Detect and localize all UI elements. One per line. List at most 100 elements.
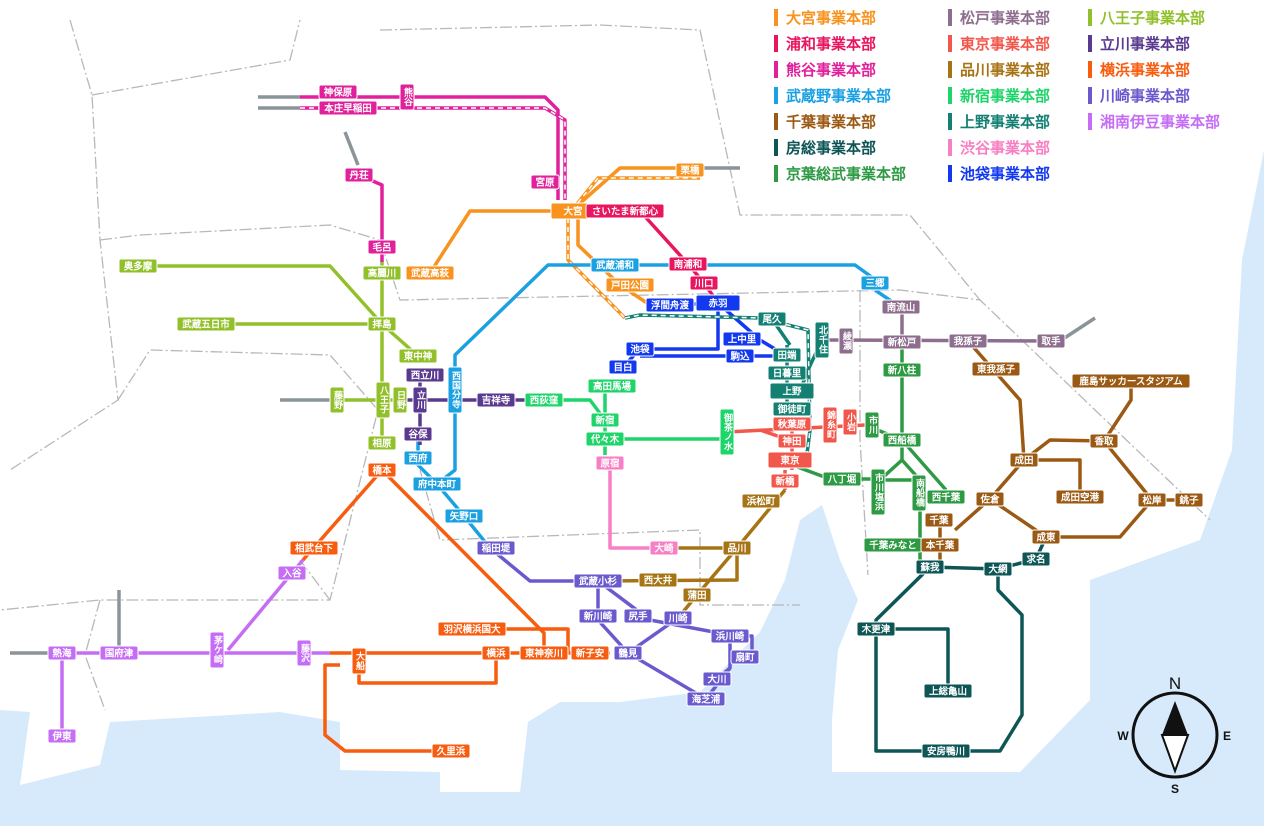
station-kumagaya[interactable]: 毛呂 <box>367 239 397 255</box>
station-yokohama[interactable]: 新子安 <box>570 645 610 661</box>
station-kumagaya[interactable]: 本庄早稲田 <box>318 100 378 116</box>
station-shonan[interactable]: 入谷 <box>277 565 307 581</box>
station-yokohama[interactable]: 大船 <box>351 647 367 675</box>
station-shonan[interactable]: 国府津 <box>99 645 139 661</box>
station-kawasaki[interactable]: 武蔵小杉 <box>573 573 623 589</box>
station-shinagawa[interactable]: 西大井 <box>638 572 678 588</box>
station-yokohama[interactable]: 横浜 <box>481 645 511 661</box>
station-ikebukuro[interactable]: 赤羽 <box>695 294 741 312</box>
station-musashino[interactable]: 武蔵浦和 <box>590 257 640 273</box>
station-tachikawa[interactable]: 吉祥寺 <box>476 392 516 408</box>
station-chiba[interactable]: 本千葉 <box>920 537 960 553</box>
station-tokyo[interactable]: 小岩 <box>842 408 858 436</box>
station-shinagawa[interactable]: 蒲田 <box>682 587 712 603</box>
station-boso[interactable]: 上総亀山 <box>923 683 973 699</box>
station-musashino[interactable]: 西府 <box>403 450 433 466</box>
station-kumagaya[interactable]: 丹荘 <box>344 167 374 183</box>
station-ueno[interactable]: 御徒町 <box>772 401 812 417</box>
station-yokohama[interactable]: 久里浜 <box>431 743 471 759</box>
station-omiya[interactable]: 戸田公園 <box>605 277 655 293</box>
station-chiba[interactable]: 成東 <box>1031 529 1061 545</box>
station-ueno[interactable]: 日暮里 <box>767 365 807 381</box>
station-kawasaki[interactable]: 大川 <box>702 671 732 687</box>
station-shonan[interactable]: 藤沢 <box>296 639 312 667</box>
station-keiyo[interactable]: 市川 <box>864 411 880 439</box>
station-keiyo[interactable]: 南船橋 <box>911 474 927 512</box>
station-kumagaya[interactable]: 熊谷 <box>399 83 415 111</box>
station-keiyo[interactable]: 八丁堀 <box>822 471 862 487</box>
station-chiba[interactable]: 銚子 <box>1174 492 1204 508</box>
station-shonan[interactable]: 熱海 <box>47 645 77 661</box>
station-tachikawa[interactable]: 西立川 <box>405 367 445 383</box>
station-keiyo[interactable]: 千葉みなと <box>863 537 923 553</box>
station-omiya[interactable]: 武蔵高萩 <box>405 265 455 281</box>
station-musashino[interactable]: 府中本町 <box>412 476 462 492</box>
station-shinjuku[interactable]: 御茶ノ水 <box>719 408 735 456</box>
station-kawasaki[interactable]: 海芝浦 <box>686 691 726 707</box>
station-tokyo[interactable]: 神田 <box>777 433 807 449</box>
station-chiba[interactable]: 佐倉 <box>975 491 1005 507</box>
station-boso[interactable]: 安房鴨川 <box>921 743 971 759</box>
station-hachioji[interactable]: 武蔵五日市 <box>176 316 236 332</box>
station-matsudo[interactable]: 新松戸 <box>882 334 922 350</box>
station-hachioji[interactable]: 奥多摩 <box>118 258 158 274</box>
station-hachioji[interactable]: 藤野 <box>329 386 345 414</box>
station-chiba[interactable]: 鹿島サッカースタジアム <box>1071 373 1191 389</box>
station-keiyo[interactable]: 市川塩浜 <box>870 468 886 516</box>
station-ueno[interactable]: 尾久 <box>757 311 787 327</box>
station-kawasaki[interactable]: 扇町 <box>730 649 760 665</box>
station-hachioji[interactable]: 東中神 <box>398 348 438 364</box>
station-keiyo[interactable]: 西千葉 <box>926 489 966 505</box>
station-musashino[interactable]: 矢野口 <box>444 508 484 524</box>
station-yokohama[interactable]: 羽沢横浜国大 <box>437 621 507 637</box>
station-yokohama[interactable]: 東神奈川 <box>519 645 569 661</box>
station-chiba[interactable]: 東我孫子 <box>971 361 1021 377</box>
station-kawasaki[interactable]: 新川崎 <box>578 608 618 624</box>
station-yokohama[interactable]: 相武台下 <box>289 540 339 556</box>
station-shinjuku[interactable]: 高田馬場 <box>587 378 637 394</box>
station-ikebukuro[interactable]: 池袋 <box>625 341 655 357</box>
station-kawasaki[interactable]: 浜川崎 <box>710 628 750 644</box>
station-chiba[interactable]: 成田空港 <box>1055 489 1105 505</box>
station-kumagaya[interactable]: 神保原 <box>318 84 358 100</box>
station-matsudo[interactable]: 南流山 <box>881 299 921 315</box>
station-matsudo[interactable]: 綾瀬 <box>838 327 854 355</box>
station-shibuya[interactable]: 大崎 <box>649 540 679 556</box>
station-omiya[interactable]: 栗橋 <box>675 162 705 178</box>
station-ueno[interactable]: 北千住 <box>814 321 830 359</box>
station-urawa[interactable]: 南浦和 <box>668 256 708 272</box>
station-musashino[interactable]: 西国分寺 <box>447 366 463 414</box>
station-musashino[interactable]: 三郷 <box>860 275 890 291</box>
station-ikebukuro[interactable]: 上中里 <box>722 331 762 347</box>
station-matsudo[interactable]: 取手 <box>1036 333 1066 349</box>
station-matsudo[interactable]: 我孫子 <box>948 333 988 349</box>
station-hachioji[interactable]: 日野 <box>392 386 408 414</box>
station-chiba[interactable]: 千葉 <box>924 512 954 528</box>
station-shinagawa[interactable]: 品川 <box>722 540 752 556</box>
station-kumagaya[interactable]: 宮原 <box>530 174 560 190</box>
station-ueno[interactable]: 田端 <box>772 347 802 363</box>
station-chiba[interactable]: 松岸 <box>1137 492 1167 508</box>
station-tokyo[interactable]: 錦糸町 <box>822 406 838 444</box>
station-hachioji[interactable]: 八王子 <box>375 381 391 419</box>
station-chiba[interactable]: 香取 <box>1089 433 1119 449</box>
station-hachioji[interactable]: 相原 <box>367 435 397 451</box>
station-keiyo[interactable]: 新八柱 <box>882 362 922 378</box>
station-boso[interactable]: 木更津 <box>856 621 896 637</box>
station-shinjuku[interactable]: 代々木 <box>585 431 625 447</box>
station-omiya[interactable]: 大宮 <box>550 202 596 220</box>
station-shonan[interactable]: 茅ケ崎 <box>209 631 225 669</box>
station-shonan[interactable]: 伊東 <box>47 728 77 744</box>
station-tokyo[interactable]: 新橋 <box>770 473 800 489</box>
station-tachikawa[interactable]: 立川 <box>412 386 428 414</box>
station-boso[interactable]: 求名 <box>1021 551 1051 567</box>
station-tokyo[interactable]: 秋葉原 <box>772 416 812 432</box>
station-kawasaki[interactable]: 稲田堤 <box>476 540 516 556</box>
station-urawa[interactable]: 川口 <box>689 275 719 291</box>
station-tachikawa[interactable]: 谷保 <box>403 426 433 442</box>
station-ikebukuro[interactable]: 駒込 <box>725 348 755 364</box>
station-hachioji[interactable]: 高麗川 <box>362 265 402 281</box>
station-shibuya[interactable]: 原宿 <box>595 455 625 471</box>
station-chiba[interactable]: 成田 <box>1009 452 1039 468</box>
station-keiyo[interactable]: 西船橋 <box>882 432 922 448</box>
